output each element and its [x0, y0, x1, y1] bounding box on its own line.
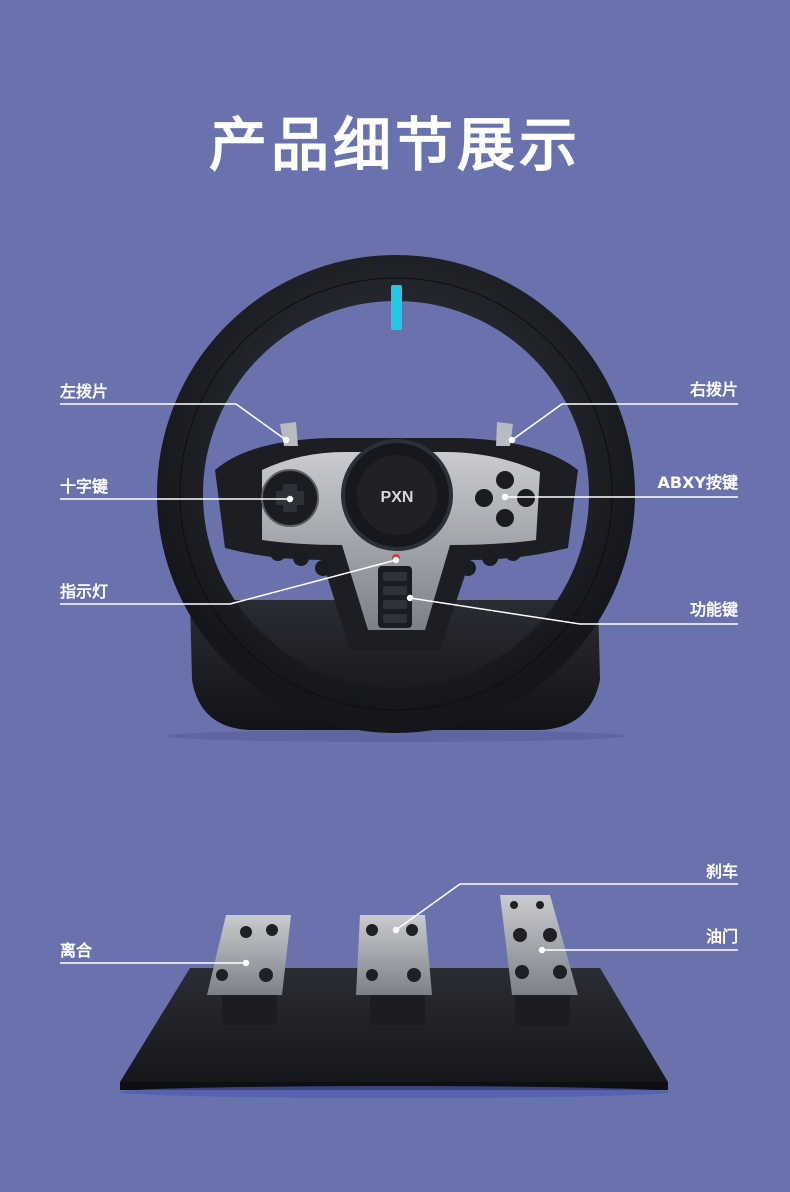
cross-button[interactable] — [496, 509, 514, 527]
callout-dpad: 十字键 — [60, 477, 109, 496]
callout-abxy: ABXY按键 — [657, 473, 738, 492]
callout-lines — [60, 403, 738, 967]
throttle-pedal[interactable] — [500, 895, 578, 995]
callout-left-paddle: 左拨片 — [60, 382, 109, 401]
function-key-panel[interactable] — [378, 566, 412, 628]
triangle-button[interactable] — [496, 471, 514, 489]
callout-brake: 刹车 — [705, 862, 738, 881]
callout-clutch: 离合 — [60, 941, 93, 960]
steering-wheel: PXN — [157, 255, 635, 742]
callout-indicator: 指示灯 — [60, 582, 109, 601]
circle-button[interactable] — [517, 489, 535, 507]
center-marker-stripe — [391, 285, 402, 330]
callout-throttle: 油门 — [705, 927, 738, 946]
callout-right-paddle: 右拨片 — [689, 380, 738, 399]
brand-logo: PXN — [381, 489, 414, 506]
square-button[interactable] — [475, 489, 493, 507]
page-title: 产品细节展示 — [208, 111, 581, 179]
callout-function-keys: 功能键 — [689, 600, 738, 619]
pedal-set — [120, 895, 670, 1098]
